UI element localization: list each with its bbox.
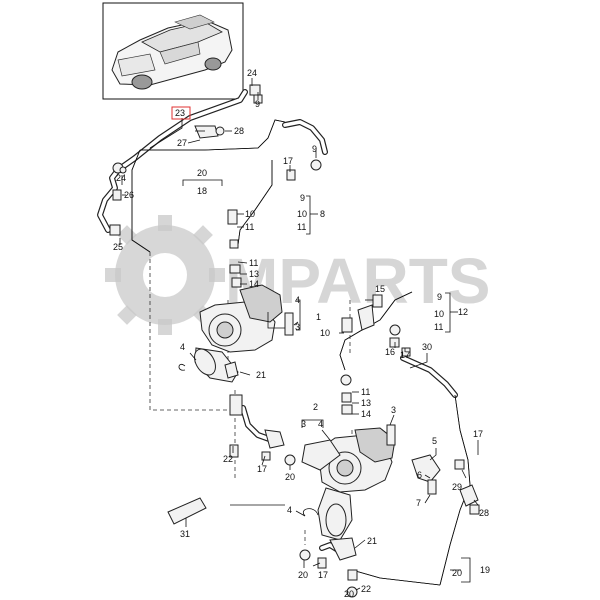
callout-20: 20 [285, 472, 295, 482]
brackets [230, 195, 458, 506]
watermark: MPARTS [105, 215, 490, 335]
car-icon [111, 14, 233, 90]
callout-11: 11 [249, 258, 258, 268]
callout-2: 2 [313, 402, 318, 412]
callout-6: 6 [417, 470, 422, 480]
callout-17: 17 [400, 350, 410, 360]
callout-labels: 23 24 28 27 24 20 18 26 25 17 9 9 10 8 9… [113, 68, 490, 599]
callout-11: 11 [434, 322, 443, 332]
callout-11: 11 [245, 222, 254, 232]
callout-4: 4 [318, 419, 323, 429]
callout-21: 21 [256, 370, 266, 380]
callout-14: 14 [249, 279, 259, 289]
callout-11: 11 [297, 222, 306, 232]
callout-18: 18 [197, 186, 207, 196]
callout-10: 10 [434, 309, 444, 319]
callout-19: 19 [480, 565, 490, 575]
vehicle-inset [102, 2, 244, 100]
callout-11: 11 [361, 387, 370, 397]
callout-29: 29 [452, 482, 462, 492]
callout-26: 26 [124, 190, 134, 200]
callout-23: 23 [175, 108, 185, 118]
callout-8: 8 [320, 209, 325, 219]
callout-20: 20 [344, 589, 354, 599]
callout-20: 20 [298, 570, 308, 580]
callout-21: 21 [367, 536, 377, 546]
callout-31: 31 [180, 529, 190, 539]
oil-lines [97, 89, 458, 553]
callout-13: 13 [249, 269, 259, 279]
callout-14: 14 [361, 409, 371, 419]
gear-logo-icon [105, 215, 225, 335]
callout-9: 9 [255, 99, 260, 109]
callout-7: 7 [416, 498, 421, 508]
callout-4: 4 [287, 505, 292, 515]
callout-12: 12 [458, 307, 468, 317]
turbocharger-lower [301, 427, 396, 541]
callout-24: 24 [247, 68, 257, 78]
callout-1: 1 [316, 312, 321, 322]
callout-22: 22 [223, 454, 233, 464]
callout-24: 24 [116, 173, 126, 183]
callout-30: 30 [422, 342, 432, 352]
callout-20: 20 [197, 168, 207, 178]
callout-28: 28 [234, 126, 244, 136]
callout-3: 3 [301, 419, 306, 429]
small-parts [109, 84, 480, 598]
callout-15: 15 [375, 284, 385, 294]
callout-17: 17 [257, 464, 267, 474]
callout-9: 9 [300, 193, 305, 203]
callout-9: 9 [312, 144, 317, 154]
highlight-box-23 [171, 106, 191, 120]
callout-5: 5 [432, 436, 437, 446]
callout-13: 13 [361, 398, 371, 408]
callout-17: 17 [473, 429, 483, 439]
callout-17: 17 [283, 156, 293, 166]
callout-22: 22 [361, 584, 371, 594]
callout-25: 25 [113, 242, 123, 252]
leader-lines [119, 78, 479, 591]
callout-28: 28 [479, 508, 489, 518]
callout-27: 27 [177, 138, 187, 148]
callout-3: 3 [391, 405, 396, 415]
callout-10: 10 [297, 209, 307, 219]
callout-20: 20 [452, 568, 462, 578]
callout-16: 16 [385, 347, 395, 357]
callout-17: 17 [318, 570, 328, 580]
callout-10: 10 [320, 328, 330, 338]
turbocharger-upper [194, 284, 283, 383]
callout-4: 4 [180, 342, 185, 352]
callout-4: 4 [295, 295, 300, 305]
callout-10: 10 [245, 209, 255, 219]
callout-3: 3 [295, 322, 300, 332]
callout-9: 9 [437, 292, 442, 302]
